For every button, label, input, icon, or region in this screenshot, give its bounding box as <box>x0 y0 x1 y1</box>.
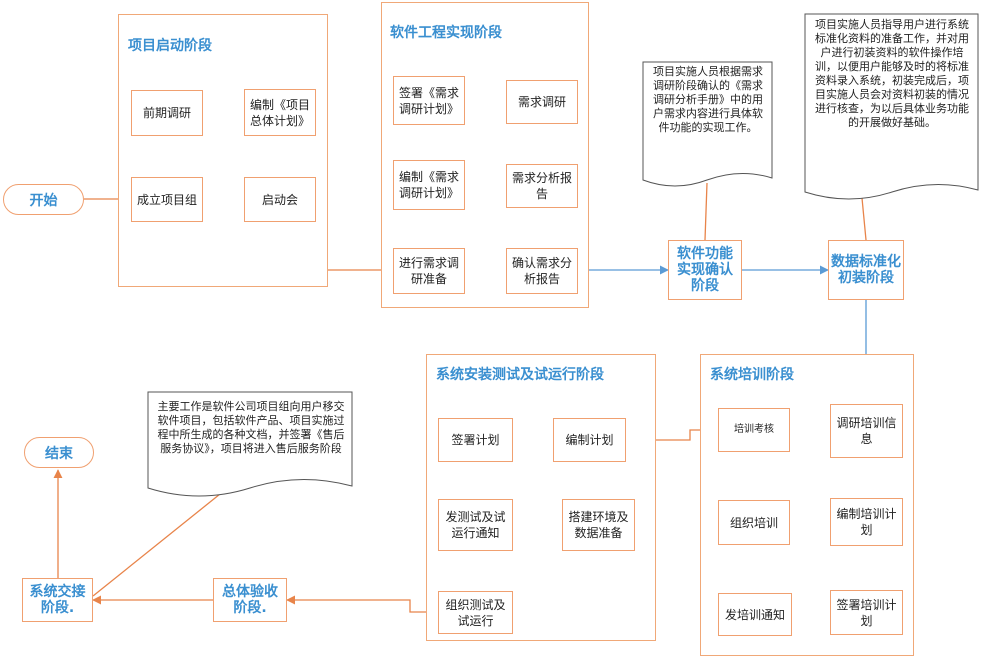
note-data-init: 项目实施人员指导用户进行系统标准化资料的准备工作，并对用户进行初装资料的软件操作… <box>815 18 969 129</box>
start-node[interactable]: 开始 <box>3 184 84 215</box>
arrow-organize-to-acceptance <box>286 595 438 613</box>
callout-function-note <box>704 182 708 241</box>
box-organize-test[interactable]: 组织测试及试运行 <box>438 591 513 634</box>
callout-data-note <box>861 197 867 241</box>
box-organize-training[interactable]: 组织培训 <box>718 500 790 545</box>
box-prelim-research[interactable]: 前期调研 <box>131 90 203 136</box>
box-form-team[interactable]: 成立项目组 <box>131 177 203 222</box>
box-confirm-report[interactable]: 确认需求分析报告 <box>506 248 578 294</box>
box-req-report[interactable]: 需求分析报告 <box>506 164 578 208</box>
box-compile-plan[interactable]: 编制《项目总体计划》 <box>244 89 316 136</box>
milestone-system-handover[interactable]: 系统交接阶段. <box>22 578 93 622</box>
note-function-confirm: 项目实施人员根据需求调研阶段确认的《需求调研分析手册》中的用户需求内容进行具体软… <box>653 65 763 134</box>
box-sign-test-plan[interactable]: 签署计划 <box>438 418 513 462</box>
callout-handover-note <box>92 485 231 597</box>
stage-title-software-engineering: 软件工程实现阶段 <box>390 25 502 41</box>
box-kickoff[interactable]: 启动会 <box>244 177 316 222</box>
box-req-research[interactable]: 需求调研 <box>506 80 578 124</box>
box-compile-training-plan[interactable]: 编制培训计划 <box>830 498 903 546</box>
box-prepare-research[interactable]: 进行需求调研准备 <box>393 248 465 294</box>
stage-title-project-start: 项目启动阶段 <box>128 38 212 54</box>
milestone-data-init[interactable]: 数据标准化初装阶段 <box>828 240 904 300</box>
stage-title-install-test: 系统安装测试及试运行阶段 <box>436 367 604 383</box>
end-node[interactable]: 结束 <box>24 437 94 468</box>
milestone-function-confirm[interactable]: 软件功能实现确认阶段 <box>668 240 742 300</box>
box-issue-test-notice[interactable]: 发测试及试运行通知 <box>438 499 513 551</box>
box-compile-test-plan[interactable]: 编制计划 <box>553 418 626 462</box>
box-issue-training-notice[interactable]: 发培训通知 <box>718 593 792 636</box>
box-sign-req-plan[interactable]: 签署《需求调研计划》 <box>393 76 465 125</box>
box-research-training[interactable]: 调研培训信息 <box>830 404 903 458</box>
stage-project-start <box>118 14 328 287</box>
milestone-final-acceptance[interactable]: 总体验收阶段. <box>213 578 287 622</box>
stage-title-training: 系统培训阶段 <box>710 367 794 383</box>
box-sign-training-plan[interactable]: 签署培训计划 <box>830 590 903 635</box>
box-training-exam[interactable]: 培训考核 <box>718 408 790 452</box>
box-build-env[interactable]: 搭建环境及数据准备 <box>562 499 635 551</box>
note-handover: 主要工作是软件公司项目组向用户移交软件项目，包括软件产品、项目实施过程中所生成的… <box>157 400 345 455</box>
box-compile-req-plan[interactable]: 编制《需求调研计划》 <box>393 160 465 210</box>
